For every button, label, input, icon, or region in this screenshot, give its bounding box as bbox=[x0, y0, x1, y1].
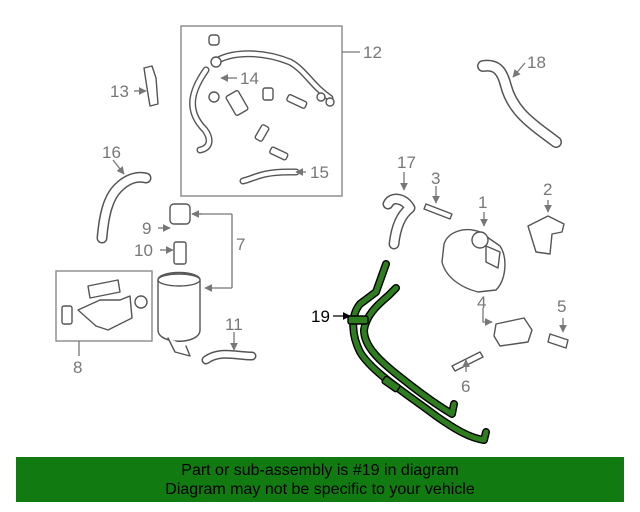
callout-10[interactable]: 10 bbox=[134, 241, 153, 260]
callout-4[interactable]: 4 bbox=[477, 293, 486, 312]
part-13-bracket: 13 bbox=[110, 65, 159, 107]
callout-18[interactable]: 18 bbox=[527, 53, 546, 72]
part-1-pump: 1 bbox=[441, 193, 506, 293]
banner-line-1: Part or sub-assembly is #19 in diagram bbox=[181, 461, 459, 479]
callout-14[interactable]: 14 bbox=[240, 69, 259, 88]
callout-7[interactable]: 7 bbox=[236, 235, 245, 254]
callout-16[interactable]: 16 bbox=[102, 143, 121, 162]
part-19-hose-assembly[interactable]: 19 bbox=[311, 260, 490, 444]
callout-15[interactable]: 15 bbox=[310, 163, 329, 182]
info-banner: Part or sub-assembly is #19 in diagram D… bbox=[16, 457, 624, 502]
callout-1[interactable]: 1 bbox=[478, 193, 487, 212]
callout-3[interactable]: 3 bbox=[431, 169, 440, 188]
part-16-hose: 16 bbox=[96, 143, 152, 244]
hose-kit-box-12: 12 14 15 bbox=[180, 25, 382, 197]
callout-5[interactable]: 5 bbox=[557, 297, 566, 316]
banner-line-2: Diagram may not be specific to your vehi… bbox=[165, 480, 475, 498]
part-4-bracket: 4 bbox=[477, 293, 533, 347]
bracket-box-8: 8 bbox=[55, 270, 153, 377]
part-18-hose: 18 bbox=[477, 53, 562, 148]
part-5-bolt: 5 bbox=[547, 297, 569, 349]
part-3-bolt: 3 bbox=[423, 169, 453, 220]
callout-12[interactable]: 12 bbox=[363, 43, 382, 62]
part-11-hose: 11 bbox=[201, 315, 257, 365]
callout-6[interactable]: 6 bbox=[461, 377, 470, 396]
callout-19[interactable]: 19 bbox=[311, 307, 330, 326]
reservoir-group-7: 7 9 10 bbox=[134, 203, 245, 357]
callout-8[interactable]: 8 bbox=[73, 358, 82, 377]
callout-11[interactable]: 11 bbox=[225, 315, 243, 334]
callout-13[interactable]: 13 bbox=[110, 82, 129, 101]
callout-2[interactable]: 2 bbox=[543, 180, 552, 199]
part-2-bracket: 2 bbox=[527, 180, 565, 255]
parts-diagram: 12 14 15 13 16 bbox=[55, 25, 569, 444]
callout-17[interactable]: 17 bbox=[397, 153, 416, 172]
part-17-hose: 17 bbox=[382, 153, 416, 250]
part-6-bolt: 6 bbox=[451, 351, 484, 396]
callout-9[interactable]: 9 bbox=[142, 219, 151, 238]
